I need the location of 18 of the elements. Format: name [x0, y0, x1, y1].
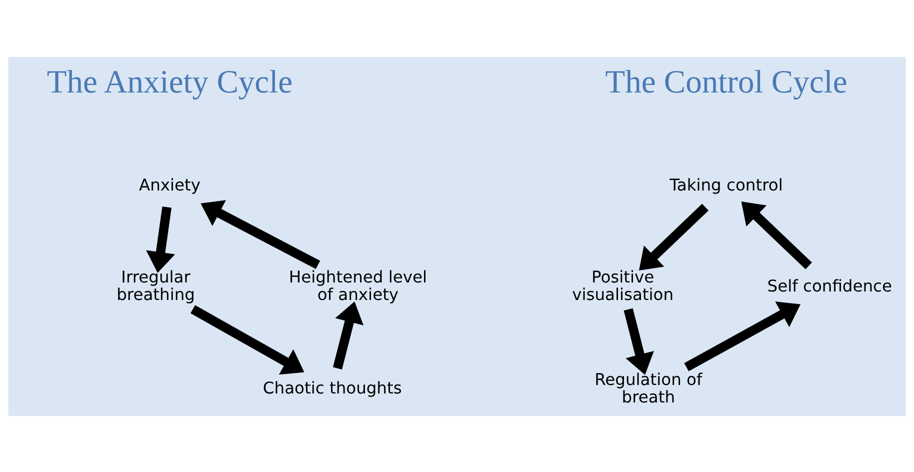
- node-text: Irregular breathing: [116, 267, 196, 304]
- arrow: [200, 200, 320, 269]
- node-text: Positive visualisation: [572, 267, 674, 304]
- arrow: [190, 304, 304, 374]
- node-text: Anxiety: [138, 174, 201, 194]
- node-text: Chaotic thoughts: [262, 378, 402, 398]
- arrow: [332, 301, 364, 369]
- arrow: [624, 308, 654, 374]
- arrow: [684, 301, 801, 371]
- arrow: [741, 201, 812, 269]
- node-text: Self confidence: [767, 276, 892, 295]
- node-text: Taking control: [670, 174, 783, 194]
- label: The Anxiety Cycle: [46, 64, 293, 100]
- node-text: Heightened level of anxiety: [288, 267, 428, 304]
- arrow: [146, 206, 176, 272]
- label: The Control Cycle: [605, 64, 848, 100]
- arrow: [638, 203, 709, 270]
- node-text: Regulation of breath: [594, 369, 702, 406]
